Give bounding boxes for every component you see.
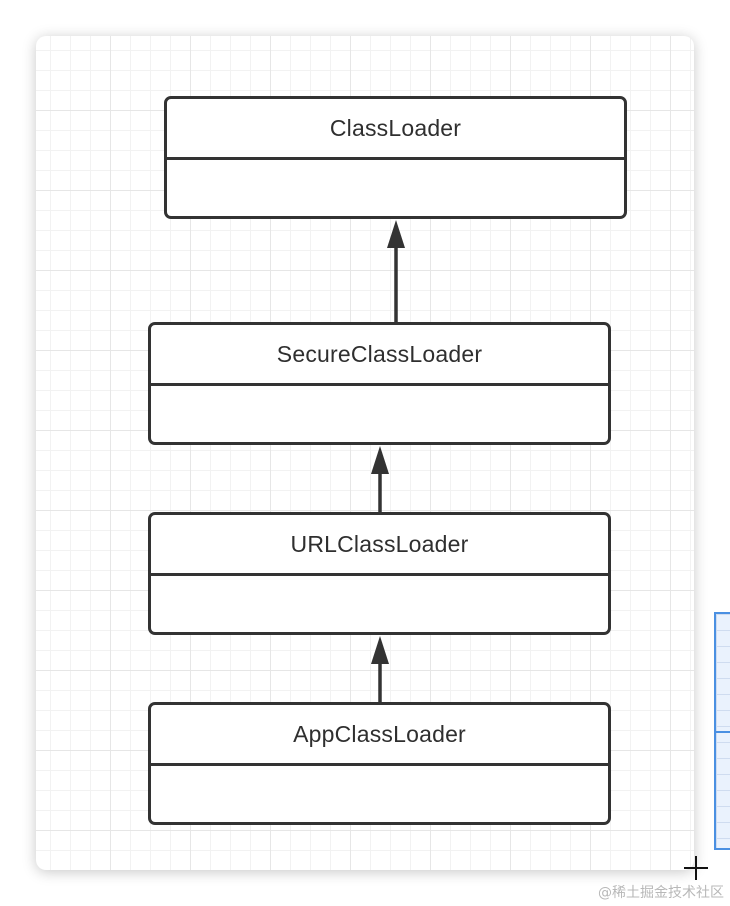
arrow-app-to-url[interactable] (371, 636, 389, 704)
class-name: SecureClassLoader (151, 325, 608, 386)
class-name: AppClassLoader (151, 705, 608, 766)
class-box-appclassloader[interactable]: AppClassLoader (148, 702, 611, 825)
inheritance-arrows (371, 220, 405, 704)
arrow-url-to-secure[interactable] (371, 446, 389, 514)
class-box-urlclassloader[interactable]: URLClassLoader (148, 512, 611, 635)
selected-shape-edge[interactable] (714, 612, 730, 850)
class-members (151, 386, 608, 442)
arrow-secure-to-classloader[interactable] (387, 220, 405, 324)
class-name: ClassLoader (167, 99, 624, 160)
shape-divider (716, 731, 730, 733)
class-members (167, 160, 624, 216)
class-members (151, 576, 608, 632)
class-name: URLClassLoader (151, 515, 608, 576)
class-members (151, 766, 608, 822)
class-box-secureclassloader[interactable]: SecureClassLoader (148, 322, 611, 445)
diagram-canvas[interactable]: ClassLoader SecureClassLoader URLClassLo… (36, 36, 694, 870)
class-box-classloader[interactable]: ClassLoader (164, 96, 627, 219)
crosshair-cursor-icon (684, 856, 708, 880)
watermark: @稀土掘金技术社区 (598, 885, 724, 901)
